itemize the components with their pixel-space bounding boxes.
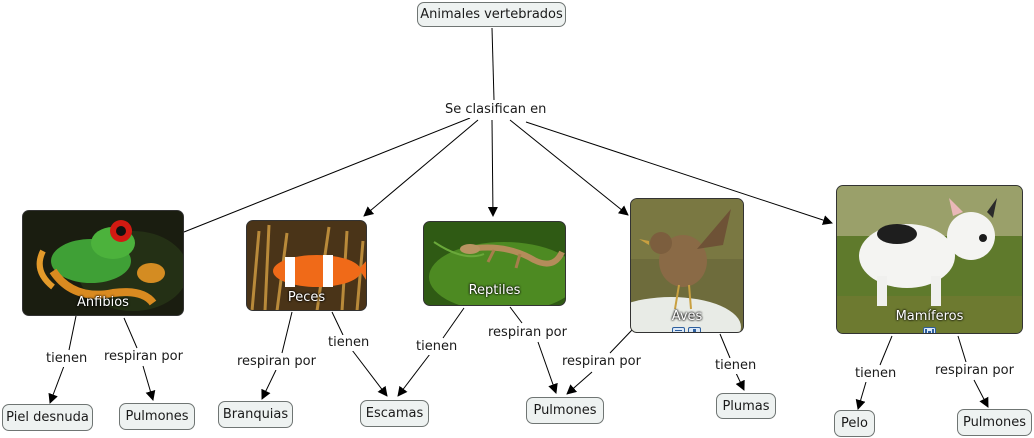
edge-reptiles-tienen (442, 307, 465, 339)
concept-pulmones[interactable]: Pulmones (526, 397, 604, 424)
thrush-image (631, 199, 743, 332)
link-respiran-por: respiran por (235, 354, 318, 370)
concept-escamas[interactable]: Escamas (360, 400, 429, 427)
edge-link-mamiferos (525, 121, 833, 225)
edge-tienen-piel (48, 365, 65, 404)
concept-mamiferos[interactable]: Mamíferos (836, 185, 1023, 334)
edge-link-anfibios (183, 117, 471, 233)
concept-label: Peces (287, 290, 326, 305)
link-respiran-por: respiran por (102, 349, 185, 365)
frog-image (23, 211, 183, 315)
edge-mamiferos-respiran (957, 335, 967, 363)
edge-link-aves (509, 119, 629, 216)
concept-aves[interactable]: Aves (630, 198, 744, 333)
edge-peces-respiran (281, 311, 293, 354)
edge-mamiferos-tienen (879, 335, 893, 366)
edge-tienen-escamas-pec (351, 349, 388, 397)
concept-pulmones[interactable]: Pulmones (119, 403, 195, 430)
concept-pelo[interactable]: Pelo (834, 410, 875, 437)
concept-pulmones[interactable]: Pulmones (957, 409, 1032, 436)
edge-aves-respiran (609, 329, 633, 354)
concept-anfibios[interactable]: Anfibios (22, 210, 184, 316)
link-tienen: tienen (713, 358, 759, 374)
link-se-clasifican-en: Se clasifican en (443, 102, 549, 118)
clownfish-image (247, 221, 366, 310)
link-tienen: tienen (853, 366, 899, 382)
link-tienen: tienen (44, 351, 90, 367)
edge-anfibios-tienen (68, 315, 77, 351)
edge-tienen-pelo (855, 381, 867, 410)
edge-respiran-pulmones-rep (537, 341, 558, 394)
link-respiran-por: respiran por (560, 354, 643, 370)
link-tienen: tienen (326, 335, 372, 351)
concept-map-link-icon[interactable] (688, 327, 701, 332)
concept-branquias[interactable]: Branquias (218, 401, 293, 428)
concept-map-resource-icon[interactable] (672, 327, 685, 332)
edge-respiran-pulmones-ave (566, 371, 593, 395)
concept-peces[interactable]: Peces (246, 220, 367, 311)
link-respiran-por: respiran por (486, 325, 569, 341)
concept-label: Reptiles (468, 283, 521, 298)
edge-anfibios-respiran (123, 317, 138, 349)
edge-reptiles-respiran (509, 306, 523, 324)
edge-link-peces (363, 119, 479, 217)
concept-reptiles[interactable]: Reptiles (423, 221, 566, 306)
bulldog-image (837, 186, 1022, 333)
edge-tienen-plumas (735, 372, 745, 391)
edge-respiran-branquias (261, 369, 277, 400)
concept-plumas[interactable]: Plumas (716, 393, 776, 419)
lizard-image (424, 222, 565, 305)
edge-peces-tienen (331, 311, 344, 336)
video-resource-icon[interactable] (923, 327, 936, 333)
link-respiran-por: respiran por (933, 363, 1016, 379)
concept-piel-desnuda[interactable]: Piel desnuda (2, 404, 93, 431)
edge-link-reptiles (487, 119, 498, 217)
concept-label: Anfibios (77, 295, 129, 310)
edge-respiran-pulmones-anf (142, 365, 156, 401)
concept-label: Aves (671, 309, 703, 324)
edge-aves-tienen (719, 333, 731, 359)
edge-root-link (491, 27, 495, 101)
edge-respiran-pulmones-mam (973, 379, 989, 408)
concept-animales-vertebrados[interactable]: Animales vertebrados (417, 2, 566, 27)
edge-tienen-escamas-rep (397, 353, 431, 397)
link-tienen: tienen (414, 339, 460, 355)
concept-label: Mamíferos (895, 309, 964, 324)
